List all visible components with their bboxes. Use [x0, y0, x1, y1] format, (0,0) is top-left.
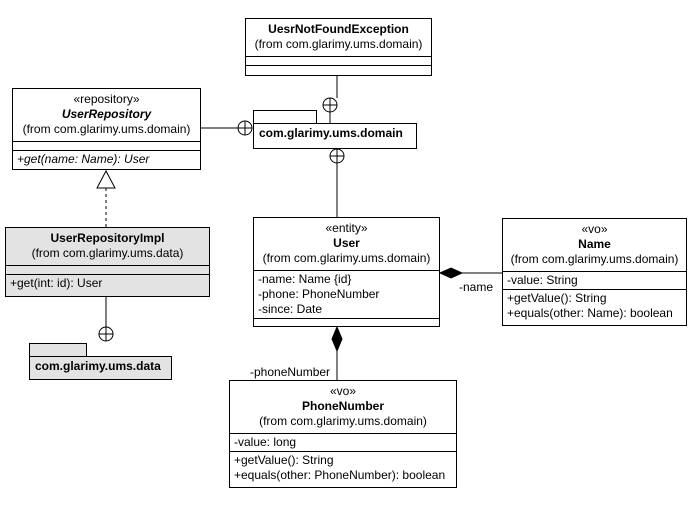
attributes-compartment	[246, 56, 431, 65]
class-origin: (from com.glarimy.ums.data)	[31, 246, 184, 260]
class-stereotype: «vo»	[581, 222, 608, 236]
composition-diamond-phone	[331, 325, 343, 353]
class-uesr-not-found-exception[interactable]: UesrNotFoundException (from com.glarimy.…	[245, 18, 432, 76]
class-header: «repository» UserRepository (from com.gl…	[13, 89, 200, 141]
attributes-compartment	[6, 265, 209, 274]
operations-compartment: +getValue(): String +equals(other: Name)…	[503, 289, 686, 322]
class-phone-number-vo[interactable]: «vo» PhoneNumber (from com.glarimy.ums.d…	[229, 380, 457, 488]
attribute: -since: Date	[258, 302, 323, 316]
operations-compartment: +getValue(): String +equals(other: Phone…	[230, 451, 456, 484]
class-user-repository-impl[interactable]: UserRepositoryImpl (from com.glarimy.ums…	[5, 227, 210, 297]
class-name: UesrNotFoundException	[268, 22, 409, 36]
operation: +equals(other: PhoneNumber): boolean	[234, 468, 446, 482]
package-data[interactable]: com.glarimy.ums.data	[29, 356, 172, 380]
class-name: UserRepository	[61, 107, 152, 121]
class-header: «vo» PhoneNumber (from com.glarimy.ums.d…	[230, 381, 456, 433]
class-origin: (from com.glarimy.ums.domain)	[22, 122, 191, 136]
operations-compartment	[254, 318, 439, 326]
package-name: com.glarimy.ums.domain	[259, 126, 403, 140]
class-user-repository[interactable]: «repository» UserRepository (from com.gl…	[12, 88, 201, 170]
attributes-compartment: -name: Name {id} -phone: PhoneNumber -si…	[254, 270, 439, 318]
containment-symbol-impl	[98, 326, 114, 342]
class-header: UesrNotFoundException (from com.glarimy.…	[246, 19, 431, 56]
operations-compartment	[246, 65, 431, 73]
class-name: UserRepositoryImpl	[50, 231, 165, 245]
containment-symbol-exception	[322, 97, 338, 113]
class-origin: (from com.glarimy.ums.domain)	[254, 37, 423, 51]
attributes-compartment: -value: long	[230, 433, 456, 451]
attributes-compartment: -value: String	[503, 271, 686, 289]
class-header: UserRepositoryImpl (from com.glarimy.ums…	[6, 228, 209, 265]
association-role-phone: -phoneNumber	[250, 365, 331, 379]
attributes-compartment	[13, 141, 200, 150]
operations-compartment: +get(int: id): User	[6, 274, 209, 292]
attribute: -value: String	[507, 273, 578, 287]
class-origin: (from com.glarimy.ums.domain)	[510, 252, 679, 266]
operation: +get(name: Name): User	[17, 152, 150, 166]
class-origin: (from com.glarimy.ums.domain)	[262, 251, 431, 265]
operation: +get(int: id): User	[10, 276, 103, 290]
operations-compartment: +get(name: Name): User	[13, 150, 200, 168]
class-header: «entity» User (from com.glarimy.ums.doma…	[254, 218, 439, 270]
attribute: -phone: PhoneNumber	[258, 287, 380, 301]
realization-arrowhead	[96, 169, 116, 189]
class-name: PhoneNumber	[301, 399, 384, 413]
class-name: Name	[578, 237, 611, 251]
class-stereotype: «repository»	[73, 92, 140, 106]
class-name: User	[333, 236, 360, 250]
class-origin: (from com.glarimy.ums.domain)	[259, 414, 427, 428]
operation: +equals(other: Name): boolean	[507, 306, 673, 320]
containment-symbol-repository	[237, 120, 253, 136]
attribute: -value: long	[234, 435, 297, 449]
operation: +getValue(): String	[507, 291, 607, 305]
association-role-name: -name	[459, 280, 494, 294]
class-header: «vo» Name (from com.glarimy.ums.domain)	[503, 219, 686, 271]
class-user[interactable]: «entity» User (from com.glarimy.ums.doma…	[253, 217, 440, 327]
package-data-tab	[29, 343, 87, 357]
class-stereotype: «entity»	[325, 221, 368, 235]
attribute: -name: Name {id}	[258, 272, 352, 286]
package-domain-tab	[253, 110, 317, 124]
operation: +getValue(): String	[234, 453, 334, 467]
containment-symbol-user	[329, 148, 345, 164]
class-name-vo[interactable]: «vo» Name (from com.glarimy.ums.domain) …	[502, 218, 687, 326]
package-domain[interactable]: com.glarimy.ums.domain	[253, 123, 417, 149]
package-name: com.glarimy.ums.data	[35, 359, 161, 373]
class-stereotype: «vo»	[329, 384, 357, 398]
composition-diamond-name	[438, 267, 464, 279]
